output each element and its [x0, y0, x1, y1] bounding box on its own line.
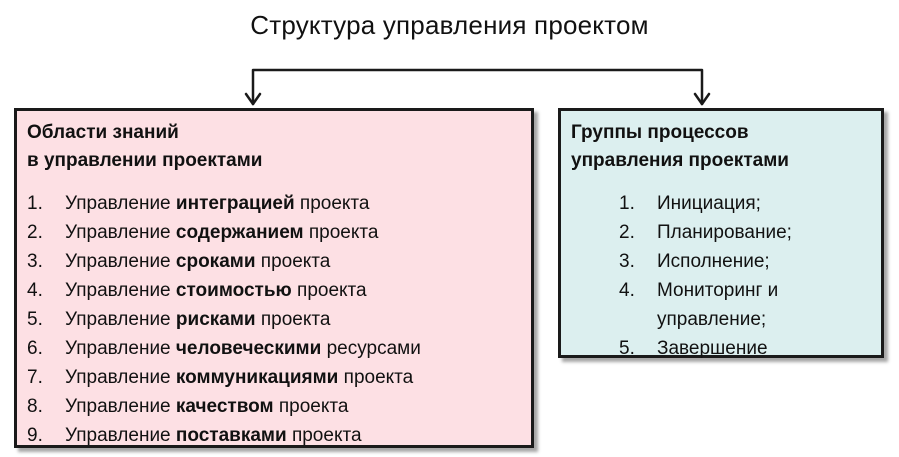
list-item: 3. Исполнение; — [619, 247, 871, 276]
list-item: управление; — [619, 305, 871, 334]
heading-line: управления проектами — [571, 150, 789, 171]
list-item: 5. Управление рисками проекта — [27, 305, 521, 334]
item-number: 3. — [27, 251, 43, 272]
diagram-title: Структура управления проектом — [250, 10, 649, 40]
item-text: Инициация; — [657, 193, 761, 214]
item-text: Управление рисками проекта — [65, 309, 331, 330]
item-text: Мониторинг и — [657, 280, 779, 301]
item-number: 3. — [619, 251, 635, 272]
item-number: 7. — [27, 367, 43, 388]
item-text: Управление поставками проекта — [65, 425, 362, 446]
list-item: 4. Управление стоимостью проекта — [27, 276, 521, 305]
item-text: Завершение — [657, 338, 768, 359]
knowledge-areas-heading: Области знаний в управлении проектами — [27, 119, 521, 175]
item-number: 5. — [27, 309, 43, 330]
item-text: Управление интеграцией проекта — [65, 193, 370, 214]
item-text: Управление качеством проекта — [65, 396, 349, 417]
list-item: 1. Инициация; — [619, 189, 871, 218]
heading-line: в управлении проектами — [27, 150, 263, 171]
item-number: 2. — [27, 222, 43, 243]
list-item: 4. Мониторинг и — [619, 276, 871, 305]
item-text: Управление содержанием проекта — [65, 222, 379, 243]
item-number — [619, 305, 657, 334]
list-item: 1. Управление интеграцией проекта — [27, 189, 521, 218]
item-number: 5. — [619, 338, 635, 359]
item-text: Исполнение; — [657, 251, 770, 272]
process-groups-heading: Группы процессов управления проектами — [571, 119, 871, 175]
list-item: 6. Управление человеческими ресурсами — [27, 334, 521, 363]
process-groups-box: Группы процессов управления проектами 1.… — [558, 108, 884, 359]
list-item: 5. Завершение — [619, 334, 871, 363]
list-item: 7. Управление коммуникациями проекта — [27, 363, 521, 392]
item-number: 6. — [27, 338, 43, 359]
process-groups-list: 1. Инициация; 2. Планирование; 3. Исполнени… — [571, 189, 871, 363]
heading-line: Области знаний — [27, 122, 179, 143]
item-text: Управление сроками проекта — [65, 251, 331, 272]
item-text: Планирование; — [657, 222, 792, 243]
item-number: 1. — [27, 193, 43, 214]
knowledge-areas-list: 1. Управление интеграцией проекта 2. Управ… — [27, 189, 521, 450]
item-number: 4. — [27, 280, 43, 301]
item-text: Управление человеческими ресурсами — [65, 338, 421, 359]
item-number: 1. — [619, 193, 635, 214]
item-number: 9. — [27, 425, 43, 446]
list-item: 2. Планирование; — [619, 218, 871, 247]
list-item: 2. Управление содержанием проекта — [27, 218, 521, 247]
list-item: 8. Управление качеством проекта — [27, 392, 521, 421]
knowledge-areas-box: Области знаний в управлении проектами 1.… — [14, 108, 534, 448]
list-item: 3. Управление сроками проекта — [27, 247, 521, 276]
item-text: управление; — [657, 309, 767, 330]
arrowhead-left — [244, 92, 262, 106]
arrowhead-right — [693, 92, 711, 106]
item-text: Управление коммуникациями проекта — [65, 367, 414, 388]
item-text: Управление стоимостью проекта — [65, 280, 367, 301]
list-item: 9. Управление поставками проекта — [27, 421, 521, 450]
heading-line: Группы процессов — [571, 122, 749, 143]
connector-line — [251, 68, 704, 106]
item-number: 2. — [619, 222, 635, 243]
item-number: 8. — [27, 396, 43, 417]
item-number: 4. — [619, 280, 635, 301]
